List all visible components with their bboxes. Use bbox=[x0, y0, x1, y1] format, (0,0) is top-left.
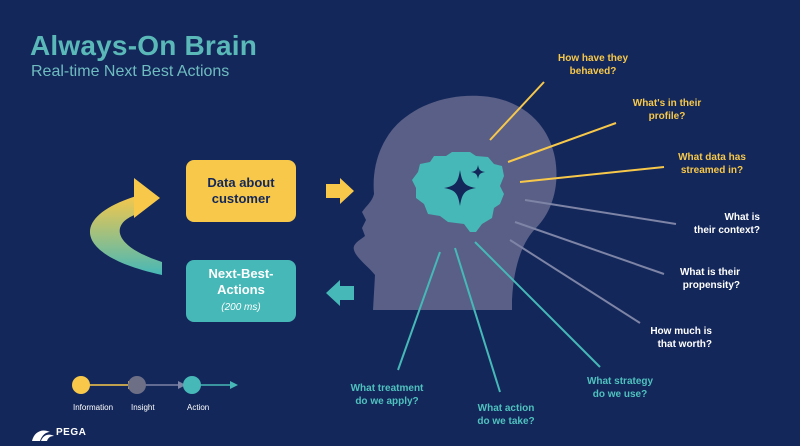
question-context-line1: What is bbox=[724, 212, 760, 223]
curved-arrow-icon bbox=[89, 178, 162, 275]
legend-insight-label: Insight bbox=[131, 403, 155, 412]
question-profile-line1: What's in their bbox=[632, 98, 702, 109]
legend-flow bbox=[72, 376, 238, 394]
legend-information-dot bbox=[72, 376, 90, 394]
question-behaved-line2: behaved? bbox=[569, 66, 617, 77]
question-context-line2: their context? bbox=[693, 225, 760, 236]
question-context: What is their context? bbox=[670, 211, 760, 237]
brain-icon bbox=[412, 152, 504, 232]
data-about-customer-box: Data about customer bbox=[186, 160, 296, 222]
next-best-actions-box: Next-Best- Actions (200 ms) bbox=[186, 260, 296, 322]
question-streamed: What data has streamed in? bbox=[666, 151, 758, 177]
question-treatment-line2: do we apply? bbox=[355, 396, 419, 407]
question-worth: How much is that worth? bbox=[640, 325, 712, 351]
pega-mark-icon bbox=[32, 430, 54, 441]
nba-box-line1: Next-Best- bbox=[208, 266, 274, 281]
question-strategy-line1: What strategy bbox=[586, 376, 654, 387]
sparkle-icon bbox=[444, 165, 485, 206]
question-action-line1: What action bbox=[477, 403, 535, 414]
data-box-line1: Data about bbox=[207, 175, 275, 190]
yellow-connector-lines bbox=[489, 81, 665, 183]
question-treatment: What treatment do we apply? bbox=[342, 382, 432, 408]
nba-box-line2: Actions bbox=[217, 282, 265, 297]
question-propensity: What is their propensity? bbox=[660, 266, 740, 292]
legend-information-label: Information bbox=[73, 403, 114, 412]
question-strategy: What strategy do we use? bbox=[578, 375, 662, 401]
logo-text: PEGA bbox=[56, 427, 87, 438]
question-streamed-line2: streamed in? bbox=[680, 165, 744, 176]
question-treatment-line1: What treatment bbox=[350, 383, 424, 394]
question-action-line2: do we take? bbox=[477, 416, 535, 427]
legend-insight-dot bbox=[128, 376, 146, 394]
data-box-line2: customer bbox=[211, 191, 271, 206]
question-behaved: How have they behaved? bbox=[548, 52, 638, 78]
question-worth-line2: that worth? bbox=[657, 339, 712, 350]
question-streamed-line1: What data has bbox=[678, 152, 746, 163]
legend-action-dot bbox=[183, 376, 201, 394]
question-propensity-line2: propensity? bbox=[682, 280, 740, 291]
left-arrow-icon bbox=[326, 280, 354, 306]
page-title: Always-On Brain bbox=[30, 30, 258, 61]
legend-action-label: Action bbox=[187, 403, 210, 412]
pega-logo: PEGA bbox=[56, 427, 86, 438]
page-subtitle: Real-time Next Best Actions bbox=[31, 63, 230, 80]
question-strategy-line2: do we use? bbox=[592, 389, 648, 400]
question-profile: What's in their profile? bbox=[622, 97, 712, 123]
gray-connector-lines bbox=[509, 199, 677, 324]
question-behaved-line1: How have they bbox=[557, 53, 629, 64]
question-profile-line2: profile? bbox=[648, 111, 686, 122]
question-propensity-line1: What is their bbox=[679, 267, 740, 278]
nba-box-note: (200 ms) bbox=[221, 302, 261, 313]
question-worth-line1: How much is bbox=[650, 326, 712, 337]
teal-connector-lines bbox=[397, 241, 601, 393]
question-action: What action do we take? bbox=[466, 402, 546, 428]
right-arrow-icon bbox=[326, 178, 354, 204]
